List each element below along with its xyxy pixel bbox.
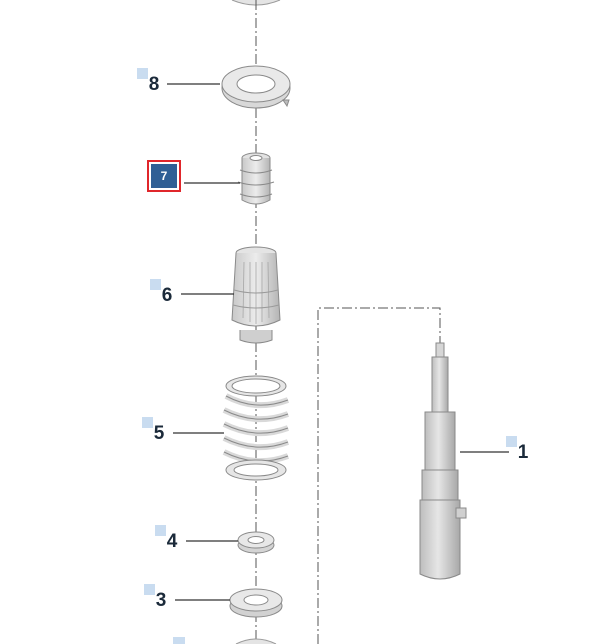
callout-5[interactable]: 5 — [142, 417, 170, 444]
callout-7-selected[interactable]: 7 — [147, 160, 181, 192]
callout-8[interactable]: 8 — [137, 68, 165, 95]
callout-label: 4 — [166, 530, 178, 552]
bottom-part-partial — [235, 638, 277, 644]
callout-label: 3 — [155, 589, 167, 611]
bump-stop-ring — [221, 65, 291, 109]
callout-label: 6 — [161, 284, 173, 306]
callout-4[interactable]: 4 — [155, 525, 183, 552]
callout-label: 5 — [153, 422, 165, 444]
buffer-part — [237, 152, 275, 205]
callout-tab — [155, 525, 166, 536]
coil-spring — [222, 375, 290, 481]
shock-absorber — [419, 342, 467, 580]
callout-tab — [506, 436, 517, 447]
callout-tab — [137, 68, 148, 79]
leader-lines — [167, 83, 509, 601]
callout-1[interactable]: 1 — [506, 436, 534, 463]
lower-seat — [229, 588, 283, 618]
callout-6[interactable]: 6 — [150, 279, 178, 306]
callout-tab — [144, 584, 155, 595]
assembly-connector-line — [317, 307, 441, 644]
callout-label: 1 — [517, 441, 529, 463]
callout-tab — [150, 279, 161, 290]
callout-label: 8 — [148, 73, 160, 95]
callout-label: 7 — [151, 164, 177, 188]
callout-tab — [142, 417, 153, 428]
dust-boot — [231, 246, 281, 344]
callout-3[interactable]: 3 — [144, 584, 172, 611]
spring-seat — [237, 531, 275, 554]
callout-tab-partial — [173, 637, 185, 644]
